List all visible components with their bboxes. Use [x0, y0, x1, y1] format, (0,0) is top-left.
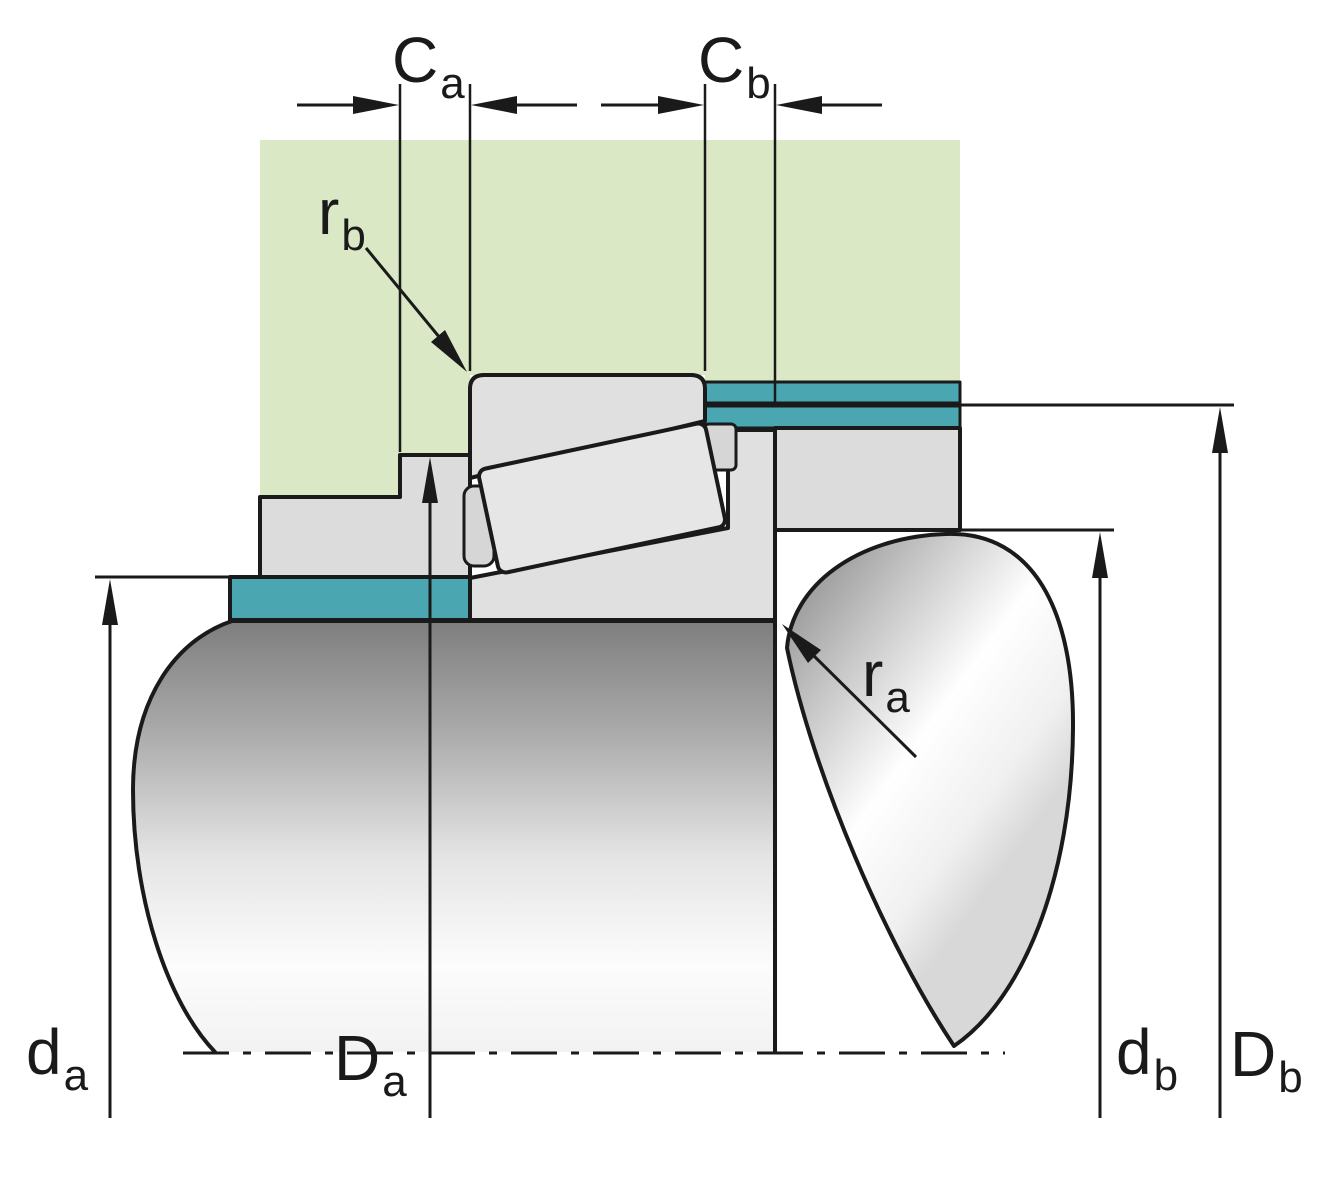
shaft-left-chamfer-edge [131, 619, 234, 1054]
leader-rb [364, 247, 467, 372]
label-da-cap: D a [334, 1022, 407, 1104]
dim-db-arrow [1092, 532, 1108, 578]
label-db-cap-base: D [1230, 1018, 1277, 1090]
bearing-inner-ring [468, 428, 777, 622]
dim-db-cap [705, 403, 1234, 1118]
dim-da-cap [422, 457, 438, 1118]
dim-da-arrow [102, 579, 118, 625]
label-db-cap: D b [1230, 1018, 1303, 1100]
bearing-outer-ring [468, 373, 707, 480]
housing [260, 140, 960, 497]
leader-ra-line [810, 652, 918, 759]
dim-cb-arrow-left [658, 96, 704, 114]
label-db-sub: b [1153, 1051, 1179, 1100]
label-ra-sub: a [885, 673, 910, 722]
label-rb: r b [318, 176, 366, 258]
label-ca-base: C [392, 24, 439, 96]
label-ra: r a [862, 638, 910, 720]
shaft-abutment-ring [228, 575, 472, 622]
label-db: d b [1116, 1016, 1178, 1098]
leader-rb-arrow [431, 330, 467, 372]
label-ca: C a [392, 24, 465, 106]
label-cb-sub: b [746, 59, 771, 108]
shaft [133, 621, 775, 1052]
bearing-roller [477, 421, 727, 575]
label-da-cap-sub: a [382, 1057, 407, 1106]
dim-db [778, 528, 1114, 1118]
label-da-sub: a [63, 1051, 89, 1100]
label-da-base: d [26, 1016, 62, 1088]
housing-abutment-ring-lower [703, 404, 962, 430]
label-db-base: d [1116, 1016, 1152, 1088]
label-rb-base: r [318, 176, 340, 248]
label-da-cap-base: D [334, 1022, 381, 1094]
shaft-shoulder [785, 531, 1076, 1048]
label-cb-base: C [698, 24, 745, 96]
dim-ca-arrow-left [353, 96, 399, 114]
dim-cb-arrow-right [776, 96, 822, 114]
label-ra-base: r [862, 638, 884, 710]
leader-ra-arrow [782, 624, 821, 663]
dim-cb [601, 84, 882, 402]
bearing-roller-group [477, 421, 727, 575]
label-rb-sub: b [341, 211, 366, 260]
dim-ca [297, 84, 577, 452]
label-db-cap-sub: b [1278, 1053, 1303, 1102]
dim-db-cap-arrow [1212, 407, 1228, 453]
label-cb: C b [698, 24, 771, 106]
housing-abutment-ring-upper [703, 380, 962, 405]
dim-da [95, 575, 231, 1118]
label-ca-sub: a [440, 59, 465, 108]
dim-da-cap-arrow [422, 457, 438, 503]
dim-ca-arrow-right [471, 96, 517, 114]
leader-rb-line [364, 247, 442, 339]
leader-ra [782, 624, 918, 759]
housing-spacer-right [773, 426, 962, 532]
label-da: d a [26, 1016, 88, 1098]
